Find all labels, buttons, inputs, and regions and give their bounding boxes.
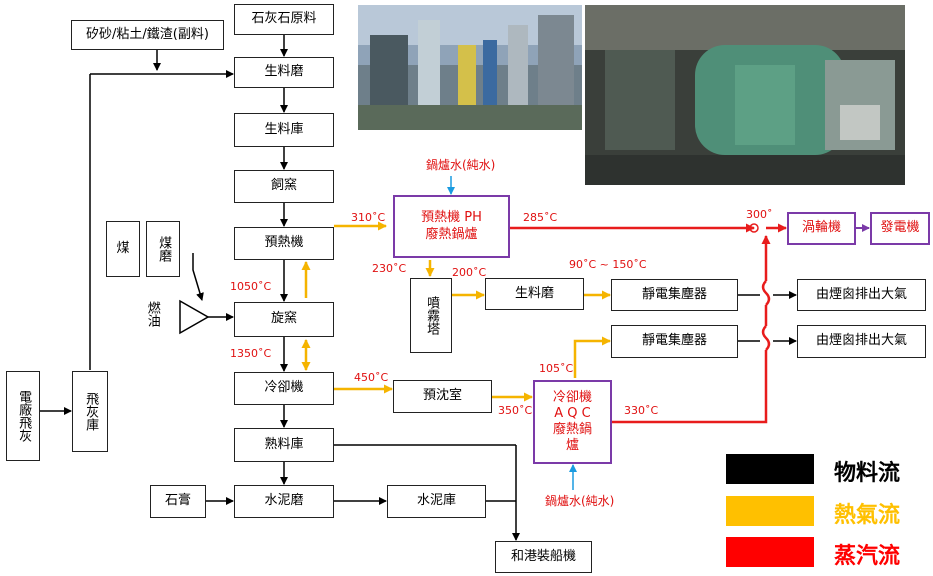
cement-silo-box: 水泥庫 xyxy=(387,485,486,518)
temp-label-200: 200˚C xyxy=(452,266,486,279)
temp-label-450: 450˚C xyxy=(354,371,388,384)
coal-box: 煤 xyxy=(106,221,140,277)
stack-exhaust-box-2: 由煙囪排出大氣 xyxy=(797,325,926,358)
legend-swatch-material xyxy=(726,454,814,484)
esp-box-2: 靜電集塵器 xyxy=(611,325,738,358)
kiln-feed-box: 飼窯 xyxy=(234,170,334,203)
rotary-kiln-box: 旋窯 xyxy=(234,302,334,337)
pre-settling-chamber-box: 預沈室 xyxy=(393,380,492,413)
turbine-box: 渦輪機 xyxy=(787,212,856,245)
temp-label-310: 310˚C xyxy=(351,211,385,224)
ph-waste-heat-boiler-box: 預熱機 PH 廢熱鍋爐 xyxy=(393,195,510,258)
aqc-waste-heat-boiler-box: 冷卻機 A Q C 廢熱鍋 爐 xyxy=(533,380,612,464)
fly-ash-silo-box: 飛灰庫 xyxy=(72,371,108,452)
fuel-oil-label: 燃油 xyxy=(142,301,162,332)
esp-box-1: 靜電集塵器 xyxy=(611,279,738,311)
spray-tower-box: 噴霧塔 xyxy=(410,278,452,353)
plant-photo-preheater xyxy=(358,5,582,130)
port-ship-loader-box: 和港裝船機 xyxy=(495,541,592,573)
legend-label-hot-gas: 熱氣流 xyxy=(834,497,900,529)
raw-mill-box: 生料磨 xyxy=(234,57,334,88)
temp-label-105: 105˚C xyxy=(539,362,573,375)
sand-clay-slag-box: 矽砂/粘土/鐵渣(副料) xyxy=(71,20,224,50)
limestone-raw-material-box: 石灰石原料 xyxy=(234,4,334,35)
generator-box: 發電機 xyxy=(870,212,930,245)
temp-label-1350: 1350˚C xyxy=(230,347,271,360)
clinker-silo-box: 熟料庫 xyxy=(234,428,334,462)
gypsum-box: 石膏 xyxy=(150,485,206,518)
cement-mill-box: 水泥磨 xyxy=(234,485,334,518)
temp-label-90-150: 90˚C ~ 150˚C xyxy=(569,258,647,271)
boiler-water-label-ph: 鍋爐水(純水) xyxy=(426,156,495,173)
power-plant-fly-ash-box: 電廠飛灰 xyxy=(6,371,40,461)
temp-label-285: 285˚C xyxy=(523,211,557,224)
preheater-box: 預熱機 xyxy=(234,227,334,260)
temp-label-1050: 1050˚C xyxy=(230,280,271,293)
boiler-water-label-aqc: 鍋爐水(純水) xyxy=(545,492,614,509)
legend-swatch-steam xyxy=(726,537,814,567)
temp-label-300: 300˚ xyxy=(746,208,773,221)
raw-meal-silo-box: 生料庫 xyxy=(234,113,334,147)
temp-label-230: 230˚C xyxy=(372,262,406,275)
burner-icon xyxy=(180,301,208,333)
coal-mill-box: 煤磨 xyxy=(146,221,180,277)
raw-mill-gas-box: 生料磨 xyxy=(485,278,584,310)
temp-label-350: 350˚C xyxy=(498,404,532,417)
legend-label-material: 物料流 xyxy=(834,455,900,487)
cooler-box: 冷卻機 xyxy=(234,372,334,405)
temp-label-330: 330˚C xyxy=(624,404,658,417)
legend-swatch-hot-gas xyxy=(726,496,814,526)
legend-label-steam: 蒸汽流 xyxy=(834,538,900,570)
stack-exhaust-box-1: 由煙囪排出大氣 xyxy=(797,279,926,311)
plant-photo-turbine-generator xyxy=(585,5,905,185)
